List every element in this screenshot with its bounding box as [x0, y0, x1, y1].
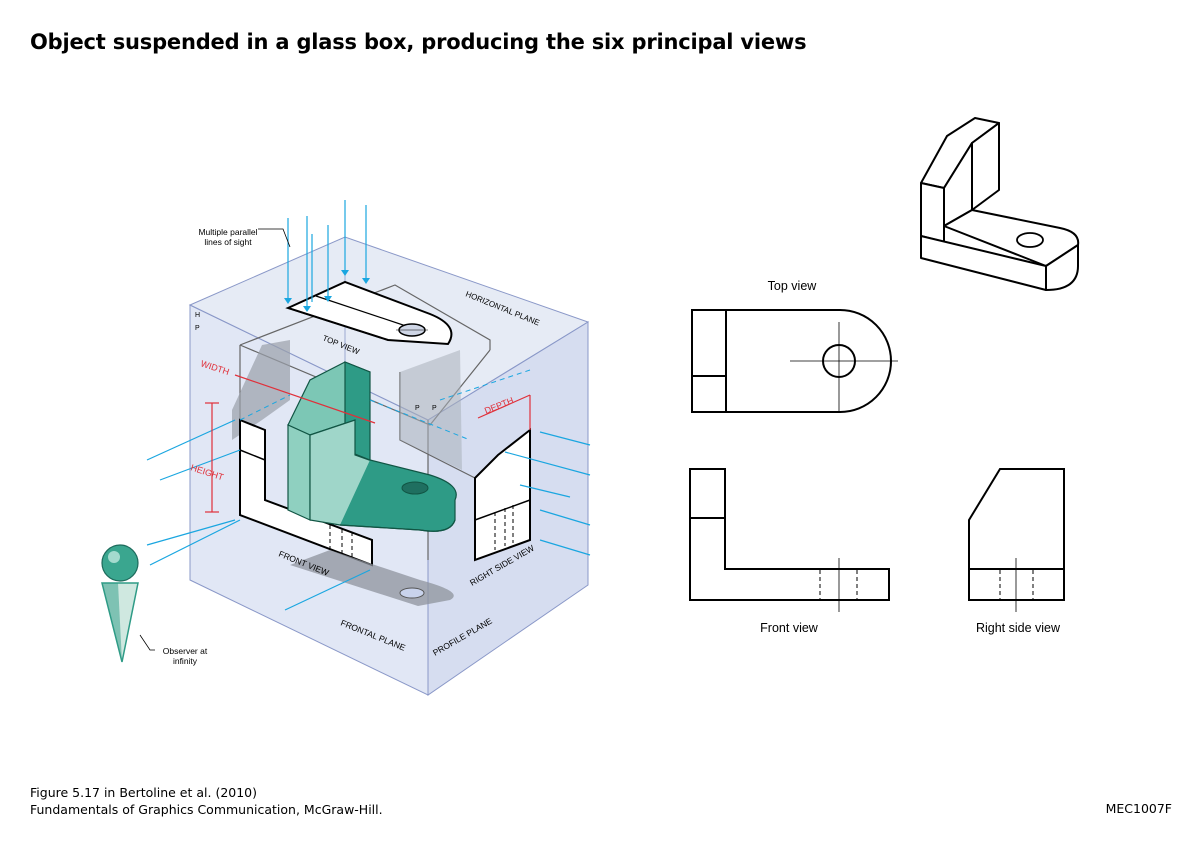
citation-line-1: Figure 5.17 in Bertoline et al. (2010) [30, 785, 258, 800]
lines-of-sight-right [504, 431, 591, 556]
ortho-top-view-label: Top view [768, 279, 818, 293]
pictorial-view [920, 117, 1080, 291]
ortho-right-side-view [968, 468, 1065, 612]
p-mark-2: P [415, 405, 420, 412]
observer-figure [101, 544, 139, 663]
lines-of-sight-front [146, 419, 371, 611]
front-view-projection [239, 418, 373, 567]
figure-citation: Figure 5.17 in Bertoline et al. (2010) F… [30, 784, 383, 818]
observer-label-line2: infinity [173, 656, 198, 666]
lines-of-sight-label-line1: Multiple parallel [198, 227, 257, 237]
glass-box-illustration: Multiple parallel lines of sight Observe… [101, 200, 591, 696]
h-mark: H [195, 312, 200, 319]
dimension-lines [205, 374, 531, 513]
citation-line-2: Fundamentals of Graphics Communication, … [30, 802, 383, 817]
observer-label-line1: Observer at [163, 646, 208, 656]
lines-of-sight-top [287, 200, 367, 310]
ortho-top-view [691, 309, 898, 413]
page-title: Object suspended in a glass box, produci… [30, 30, 807, 54]
p-mark: P [195, 325, 200, 332]
course-code: MEC1007F [1105, 801, 1172, 816]
right-side-view-projection [474, 427, 531, 562]
ortho-right-side-view-label: Right side view [976, 621, 1061, 635]
ortho-front-view-label: Front view [760, 621, 819, 635]
p-mark-3: P [432, 405, 437, 412]
ortho-front-view [689, 468, 890, 612]
lines-of-sight-label-line2: lines of sight [204, 237, 252, 247]
object-3d [287, 361, 457, 532]
